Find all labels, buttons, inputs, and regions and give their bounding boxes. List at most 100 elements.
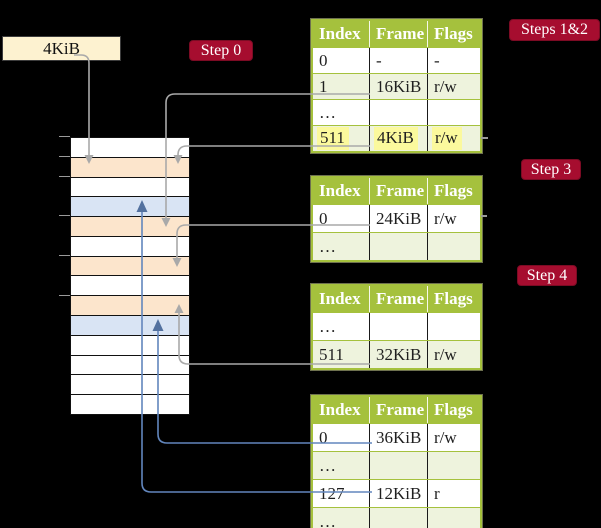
table-cell xyxy=(427,452,480,479)
table-cell xyxy=(427,508,480,528)
table-cell: … xyxy=(313,233,369,260)
memory-frame-row xyxy=(71,375,189,396)
highlighted-value: 511 xyxy=(317,127,349,150)
cell-value: 36KiB xyxy=(376,427,422,447)
cell-value: - xyxy=(434,50,440,70)
table-cell: 4KiB xyxy=(369,126,427,151)
table-cell: 36KiB xyxy=(369,424,427,451)
table-cell: r xyxy=(427,480,480,507)
cell-value: 16KiB xyxy=(376,76,422,96)
tick-mark xyxy=(59,295,70,296)
table-header-cell: Flags xyxy=(427,286,480,312)
cell-value: … xyxy=(319,511,336,528)
memory-frames-stack xyxy=(70,137,190,415)
table-row: … xyxy=(313,313,480,340)
cell-value: 12KiB xyxy=(376,483,422,503)
memory-frame-row xyxy=(71,177,189,198)
cell-value: 1 xyxy=(319,76,328,96)
table-cell: 12KiB xyxy=(369,480,427,507)
table-cell xyxy=(427,100,480,125)
cell-value: r xyxy=(434,483,440,503)
table-row: 0 24KiB r/w xyxy=(313,205,480,232)
cell-value: r/w xyxy=(434,344,457,364)
table-row: 0-- xyxy=(313,48,480,73)
table-cell: … xyxy=(313,313,369,340)
badge-steps-1-2: Steps 1&2 xyxy=(509,19,600,41)
table-cell xyxy=(427,313,480,340)
table-row: … xyxy=(313,452,480,479)
table-header-cell: Index xyxy=(319,400,361,419)
memory-frame-row xyxy=(71,217,189,237)
memory-frame-row xyxy=(71,335,189,356)
memory-frame-row xyxy=(71,395,189,414)
table-cell: 127 xyxy=(313,480,369,507)
badge-step-4: Step 4 xyxy=(517,265,577,286)
table-cell: 24KiB xyxy=(369,205,427,232)
table-cell: r/w xyxy=(427,341,480,368)
table-cell: r/w xyxy=(427,205,480,232)
table-row: … xyxy=(313,100,480,125)
memory-frame-row xyxy=(71,355,189,376)
table-cell: r/w xyxy=(427,74,480,99)
cell-value: 24KiB xyxy=(376,208,422,228)
memory-frame-row xyxy=(71,316,189,336)
table-cell: 0 xyxy=(313,205,369,232)
table-header-cell: Frame xyxy=(369,397,427,423)
cell-value: 32KiB xyxy=(376,344,422,364)
table-cell xyxy=(369,313,427,340)
table-cell xyxy=(369,452,427,479)
memory-frame-row xyxy=(71,276,189,297)
cell-value: … xyxy=(319,102,336,122)
cell-value: 0 xyxy=(319,50,328,70)
memory-frame-row xyxy=(71,296,189,317)
cell-value: … xyxy=(319,236,336,256)
memory-frame-row xyxy=(71,138,189,158)
cell-value: 0 xyxy=(319,208,328,228)
memory-frame-row xyxy=(71,197,189,218)
table-cell xyxy=(369,233,427,260)
table-cell: 0 xyxy=(313,48,369,73)
table-cell xyxy=(369,100,427,125)
stub-mark xyxy=(481,137,488,139)
table-header-cell: Flags xyxy=(427,178,480,204)
highlighted-value: r/w xyxy=(432,127,462,150)
tick-mark xyxy=(59,176,70,177)
table-cell: r/w xyxy=(427,126,480,151)
table-cell: … xyxy=(313,508,369,528)
cell-value: r/w xyxy=(434,427,457,447)
tick-mark xyxy=(59,156,70,157)
tick-mark xyxy=(59,136,70,137)
table-header-cell: Index xyxy=(319,181,361,200)
frame-size-label: 4KiB xyxy=(43,38,80,58)
table-cell xyxy=(427,233,480,260)
cell-value: 127 xyxy=(319,483,345,503)
table-header-cell: Frame xyxy=(369,286,427,312)
highlighted-value: 4KiB xyxy=(374,127,418,150)
table-header-cell: Frame xyxy=(369,178,427,204)
cell-value: r/w xyxy=(434,208,457,228)
table-cell xyxy=(369,508,427,528)
memory-frame-row xyxy=(71,236,189,257)
badge-step-3: Step 3 xyxy=(521,159,581,180)
table-row: 127 12KiB r xyxy=(313,480,480,507)
frame-size-box: 4KiB xyxy=(2,36,121,61)
table-header-cell: Index xyxy=(319,24,361,43)
table-cell: 32KiB xyxy=(369,341,427,368)
table-cell: … xyxy=(313,452,369,479)
badge-step-0: Step 0 xyxy=(189,40,253,61)
cell-value: r/w xyxy=(434,76,457,96)
table-cell: - xyxy=(427,48,480,73)
memory-frame-row xyxy=(71,256,189,277)
table-cell: 1 xyxy=(313,74,369,99)
